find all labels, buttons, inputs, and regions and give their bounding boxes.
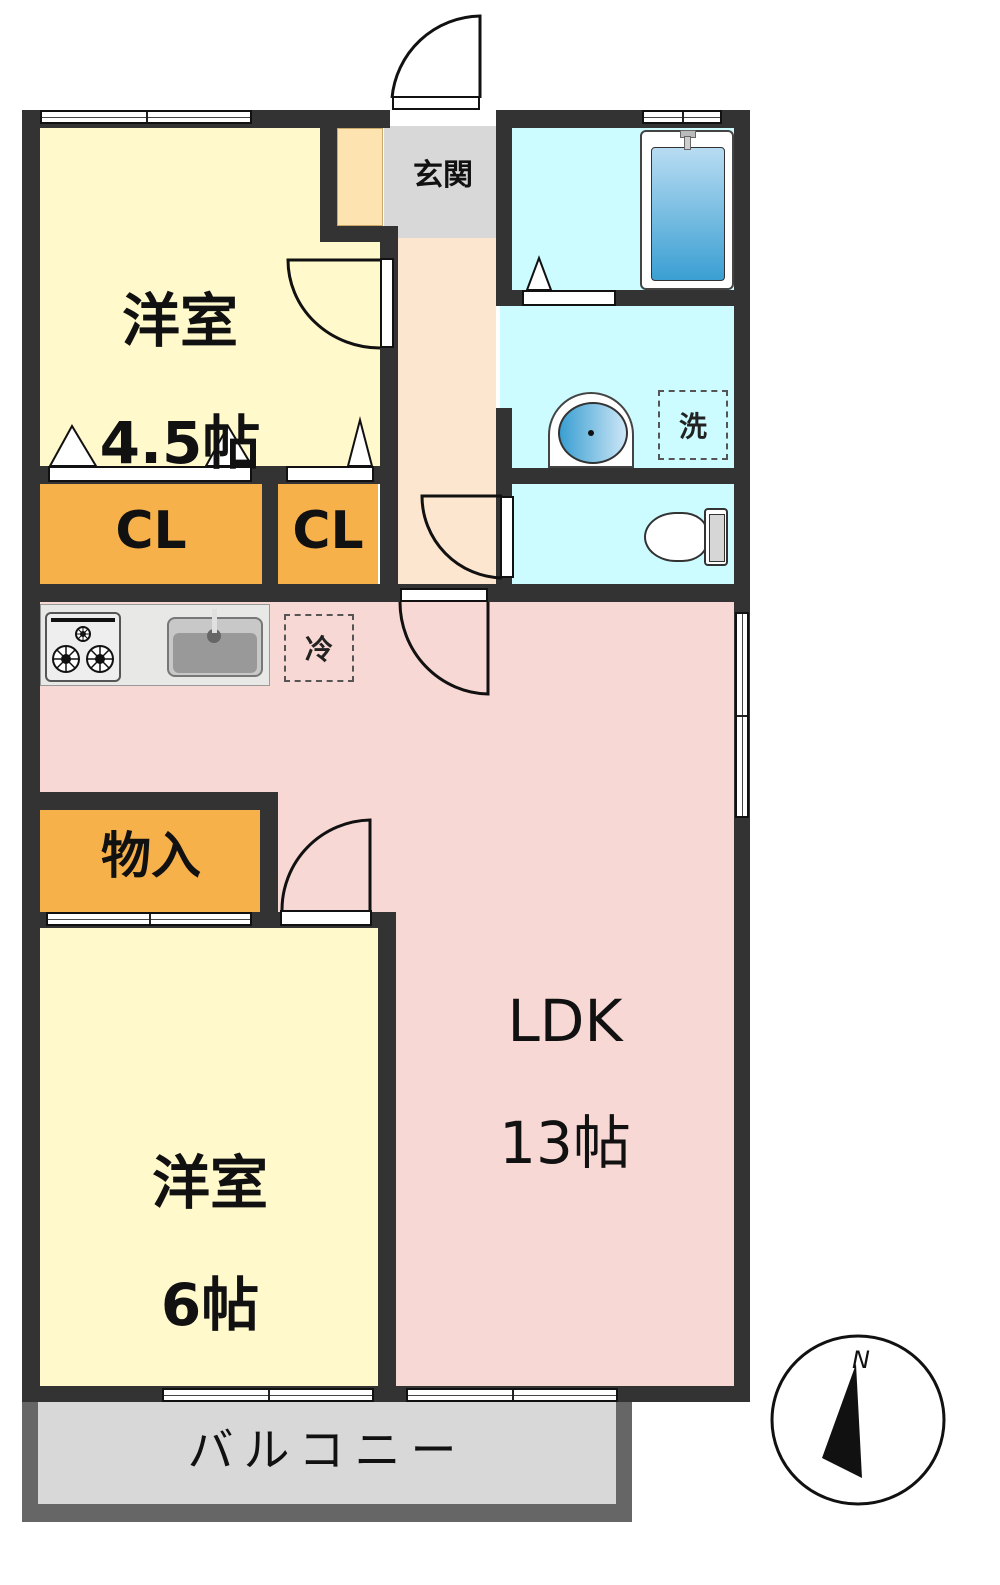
western-room-1-label: 洋室 4.5帖 [60, 230, 300, 534]
bath-door-frame [522, 290, 616, 306]
wall-storage-top [22, 792, 276, 810]
window-room1-top [40, 110, 252, 124]
washer-space: 洗 [658, 390, 728, 460]
compass-north-label: N [852, 1346, 870, 1374]
entrance-door-frame [392, 96, 480, 110]
wall-storage-right [260, 792, 278, 928]
wall-shoe-left [320, 128, 337, 242]
ldk-size: 13帖 [499, 1108, 631, 1177]
burner-icon-left [52, 645, 80, 673]
stove-panel [51, 618, 115, 622]
window-ldk-right [735, 612, 749, 818]
closet-2 [278, 484, 378, 584]
compass-icon [770, 1334, 946, 1506]
room2-door-frame [280, 910, 372, 926]
entrance-label: 玄関 [413, 158, 473, 193]
balcony-label: バルコニー [187, 1423, 467, 1477]
entrance-door-swing [390, 14, 482, 99]
burner-icon-right [86, 645, 114, 673]
washer-space-label: 洗 [678, 410, 707, 443]
toilet-tank-inner [709, 514, 725, 562]
wall-left [22, 110, 40, 1402]
wall-hall-right [496, 128, 512, 304]
closet-2-label: CL [292, 501, 364, 561]
closet2-door [286, 466, 374, 482]
western-room-2-floor [38, 928, 380, 1386]
storage-closet [40, 810, 262, 912]
ldk-door-frame [400, 588, 488, 602]
toilet-door-swing [420, 494, 503, 580]
shoe-cabinet [337, 128, 383, 226]
bathtub [640, 130, 734, 290]
burner-icon-small [75, 626, 91, 642]
wash-basin [548, 392, 634, 468]
wall-closet-divider [262, 466, 278, 602]
western-room-2-label: 洋室 6帖 [90, 1092, 330, 1396]
closet1-door [48, 466, 252, 482]
kitchen-counter [40, 604, 270, 686]
kitchen-sink [167, 609, 263, 677]
ldk-name: LDK [507, 986, 623, 1055]
wall-kitchen-top [22, 584, 750, 602]
wall-shoe-bottom [320, 226, 398, 242]
sink-drain-icon [207, 629, 221, 643]
fridge-space-label: 冷 [304, 633, 333, 666]
closet1-door-triangle-left [48, 423, 98, 467]
faucet-spout-icon [684, 136, 691, 150]
ldk-door-swing [398, 601, 490, 696]
storage-label: 物入 [101, 827, 201, 885]
bathtub-basin [651, 147, 725, 281]
closet-1 [40, 484, 262, 584]
bath-door-triangle [525, 255, 553, 291]
closet-1-label: CL [115, 501, 187, 561]
closet2-door-triangle [346, 416, 374, 467]
wall-wash-bottom [496, 468, 750, 484]
hallway-floor [398, 238, 496, 588]
entrance-floor [384, 126, 496, 238]
window-ldk-bottom [406, 1388, 618, 1402]
room1-door-frame [380, 258, 394, 348]
balcony-floor [38, 1400, 616, 1504]
toilet-door-frame [500, 496, 514, 578]
toilet-bowl [644, 512, 708, 562]
toilet-tank [704, 508, 728, 566]
western-room-1-size: 4.5帖 [99, 408, 261, 477]
window-bath-top [642, 110, 722, 124]
window-room2-bottom [162, 1388, 374, 1402]
ldk-label: LDK 13帖 [450, 930, 680, 1234]
western-room-2-size: 6帖 [160, 1270, 260, 1339]
drain-icon [588, 430, 594, 436]
western-room-2-name: 洋室 [151, 1148, 268, 1217]
fridge-space: 冷 [284, 614, 354, 682]
closet1-door-triangle-right [204, 423, 254, 467]
wall-room2-right [378, 912, 396, 1388]
room2-door-swing [280, 818, 372, 911]
window-storage-bottom [46, 912, 252, 926]
room1-door-swing [286, 258, 381, 350]
stove [45, 612, 121, 682]
sink-faucet-icon [212, 609, 217, 633]
western-room-1-name: 洋室 [121, 286, 238, 355]
